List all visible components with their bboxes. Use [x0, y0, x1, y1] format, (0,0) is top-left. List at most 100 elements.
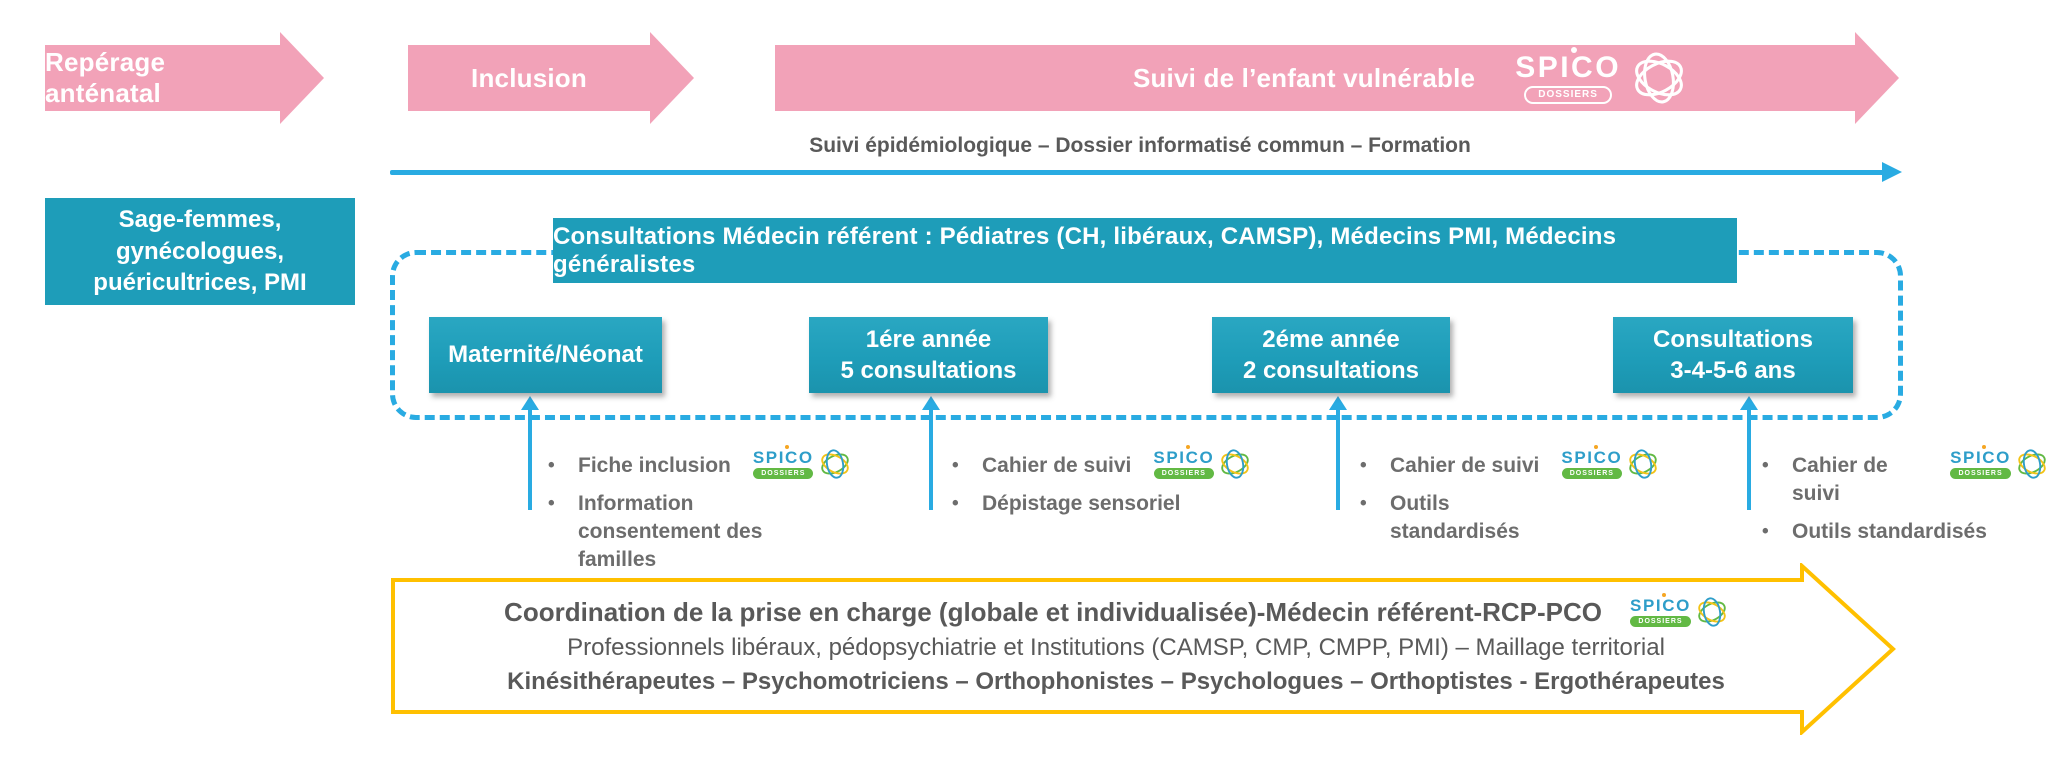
- stage-box-line: 5 consultations: [840, 357, 1017, 384]
- professionals-box: Sage-femmes, gynécologues, puéricultrice…: [45, 198, 355, 305]
- coordination-arrow-outline-icon: [391, 563, 1896, 735]
- stage-box-line: Maternité/Néonat: [448, 341, 643, 369]
- epidemiology-label: Suivi épidémiologique – Dossier informat…: [809, 134, 1471, 157]
- spico-wordmark: SPICO DOSSIERS: [1630, 593, 1691, 627]
- spico-wordmark: SPICO DOSSIERS: [1153, 445, 1215, 479]
- spico-i-dot: [785, 445, 790, 449]
- connector-up-arrow-4: [1747, 408, 1751, 510]
- list-item: • Outils standardisés: [1762, 518, 2048, 547]
- coordination-text: Coordination de la prise en charge (glob…: [430, 580, 1802, 712]
- spico-dossiers-band: DOSSIERS: [753, 468, 814, 479]
- spico-swirl-icon: [821, 449, 849, 479]
- epidemiology-arrow-line: [390, 170, 1884, 175]
- list-item: • Dépistage sensoriel: [952, 490, 1272, 519]
- list-item: • Information consentement des familles: [548, 490, 878, 575]
- stage-box-annee1: 1ére année 5 consultations: [809, 317, 1048, 393]
- connector-up-arrow-3: [1336, 408, 1340, 510]
- spico-dossiers-logo-icon: SPICO DOSSIERS: [1561, 445, 1659, 480]
- coordination-line-1-text: Coordination de la prise en charge (glob…: [504, 596, 1603, 627]
- spico-word: SPICO: [1153, 448, 1215, 467]
- bullet-text: Cahier de suivi: [1792, 454, 1888, 506]
- spico-dossiers-band: DOSSIERS: [1950, 468, 2011, 479]
- spico-wordmark: SPICO DOSSIERS: [1561, 445, 1623, 479]
- spico-wordmark: SPICO DOSSIERS: [1515, 46, 1622, 104]
- spico-i-dot: [1185, 445, 1190, 449]
- coordination-line-2: Professionnels libéraux, pédopsychiatrie…: [567, 634, 1665, 661]
- bullet-icon: •: [1762, 520, 1769, 542]
- stage-box-line: 3-4-5-6 ans: [1670, 357, 1796, 384]
- bullet-text: Outils standardisés: [1792, 519, 1987, 543]
- bullet-text: Fiche inclusion: [578, 454, 731, 477]
- spico-dossiers-band: DOSSIERS: [1153, 468, 1214, 479]
- connector-up-arrow-head-icon: [1329, 396, 1347, 410]
- arrow-head-icon: [650, 32, 694, 124]
- spico-i-dot: [1982, 445, 1987, 449]
- coordination-line-1: Coordination de la prise en charge (glob…: [504, 593, 1728, 628]
- spico-swirl-icon: [1635, 52, 1683, 104]
- bullet-text: Cahier de suivi: [1390, 454, 1540, 477]
- list-item: • Outils standardisés: [1360, 490, 1660, 547]
- bullet-group-inclusion: • Fiche inclusion SPICO DOSSIERS •: [548, 445, 878, 584]
- list-item: • Cahier de suivi SPICO DOSSIERS: [1762, 445, 2048, 509]
- spico-word: SPICO: [1950, 448, 2011, 467]
- spico-word: SPICO: [1561, 448, 1623, 467]
- bullet-group-annee2: • Cahier de suivi SPICO DOSSIERS •: [1360, 445, 1660, 555]
- epidemiology-arrow-head-icon: [1882, 162, 1902, 182]
- bullet-icon: •: [952, 492, 959, 514]
- list-item: • Cahier de suivi SPICO DOSSIERS: [1360, 445, 1660, 481]
- bullet-group-3456: • Cahier de suivi SPICO DOSSIERS •: [1762, 445, 2048, 555]
- stage-arrow-inclusion-label: Inclusion: [408, 45, 650, 111]
- referent-consultations-bar: Consultations Médecin référent : Pédiatr…: [553, 218, 1737, 283]
- connector-up-arrow-2: [929, 408, 933, 510]
- spico-i-dot: [1662, 593, 1667, 597]
- connector-up-arrow-1: [528, 408, 532, 510]
- spico-swirl-icon: [1698, 597, 1726, 627]
- spico-dossiers-band: DOSSIERS: [1630, 616, 1691, 627]
- stage-arrow-suivi-label: Suivi de l’enfant vulnérable: [1132, 62, 1476, 93]
- bullet-text: Cahier de suivi: [982, 454, 1132, 477]
- list-item: • Cahier de suivi SPICO DOSSIERS: [952, 445, 1272, 481]
- spico-swirl-icon: [1221, 449, 1250, 479]
- coordination-line-3: Kinésithérapeutes – Psychomotriciens – O…: [507, 668, 1725, 695]
- connector-up-arrow-head-icon: [521, 396, 539, 410]
- spico-word: SPICO: [752, 448, 814, 467]
- stage-arrow-inclusion: Inclusion: [408, 32, 694, 124]
- stage-box-maternite: Maternité/Néonat: [429, 317, 662, 393]
- list-item: • Fiche inclusion SPICO DOSSIERS: [548, 445, 878, 481]
- stage-box-line: Consultations: [1653, 325, 1813, 353]
- coordination-arrow: Coordination de la prise en charge (glob…: [390, 563, 1905, 735]
- spico-i-dot: [1593, 445, 1598, 449]
- spico-dossiers-logo-icon: SPICO DOSSIERS: [752, 445, 851, 480]
- spico-dossiers-logo-icon: SPICO DOSSIERS: [1153, 445, 1251, 480]
- stage-box-line: 2 consultations: [1242, 357, 1420, 384]
- bullet-icon: •: [952, 455, 959, 476]
- stage-arrow-suivi: Suivi de l’enfant vulnérable SPICO DOSSI…: [775, 32, 1899, 124]
- spico-wordmark: SPICO DOSSIERS: [752, 445, 814, 479]
- bullet-icon: •: [1762, 455, 1769, 476]
- bullet-text: Outils standardisés: [1390, 491, 1520, 543]
- spico-swirl-icon: [2018, 449, 2046, 479]
- spico-dossiers-logo-icon: SPICO DOSSIERS: [1630, 593, 1728, 628]
- bullet-icon: •: [1360, 455, 1367, 476]
- spico-word: SPICO: [1515, 50, 1622, 84]
- spico-dossiers-band: DOSSIERS: [1561, 468, 1622, 479]
- spico-i-dot: [1571, 46, 1578, 53]
- stage-arrow-reperage-label: Repérage anténatal: [45, 45, 280, 111]
- spico-dossiers-logo-icon: SPICO DOSSIERS: [1515, 46, 1687, 106]
- arrow-head-icon: [280, 32, 324, 124]
- stage-box-line: 1ére année: [865, 325, 992, 353]
- stage-arrow-suivi-content: Suivi de l’enfant vulnérable SPICO DOSSI…: [775, 45, 1855, 111]
- bullet-icon: •: [548, 455, 555, 476]
- spico-dossiers-band: DOSSIERS: [1524, 85, 1612, 104]
- spico-wordmark: SPICO DOSSIERS: [1950, 445, 2011, 479]
- bullet-icon: •: [1360, 492, 1367, 514]
- spico-dossiers-logo-icon: SPICO DOSSIERS: [1950, 445, 2048, 480]
- bullet-icon: •: [548, 492, 555, 514]
- spico-word: SPICO: [1630, 596, 1691, 615]
- connector-up-arrow-head-icon: [922, 396, 940, 410]
- arrow-head-icon: [1855, 32, 1899, 124]
- bullet-group-annee1: • Cahier de suivi SPICO DOSSIERS •: [952, 445, 1272, 527]
- stage-arrow-reperage: Repérage anténatal: [45, 32, 324, 124]
